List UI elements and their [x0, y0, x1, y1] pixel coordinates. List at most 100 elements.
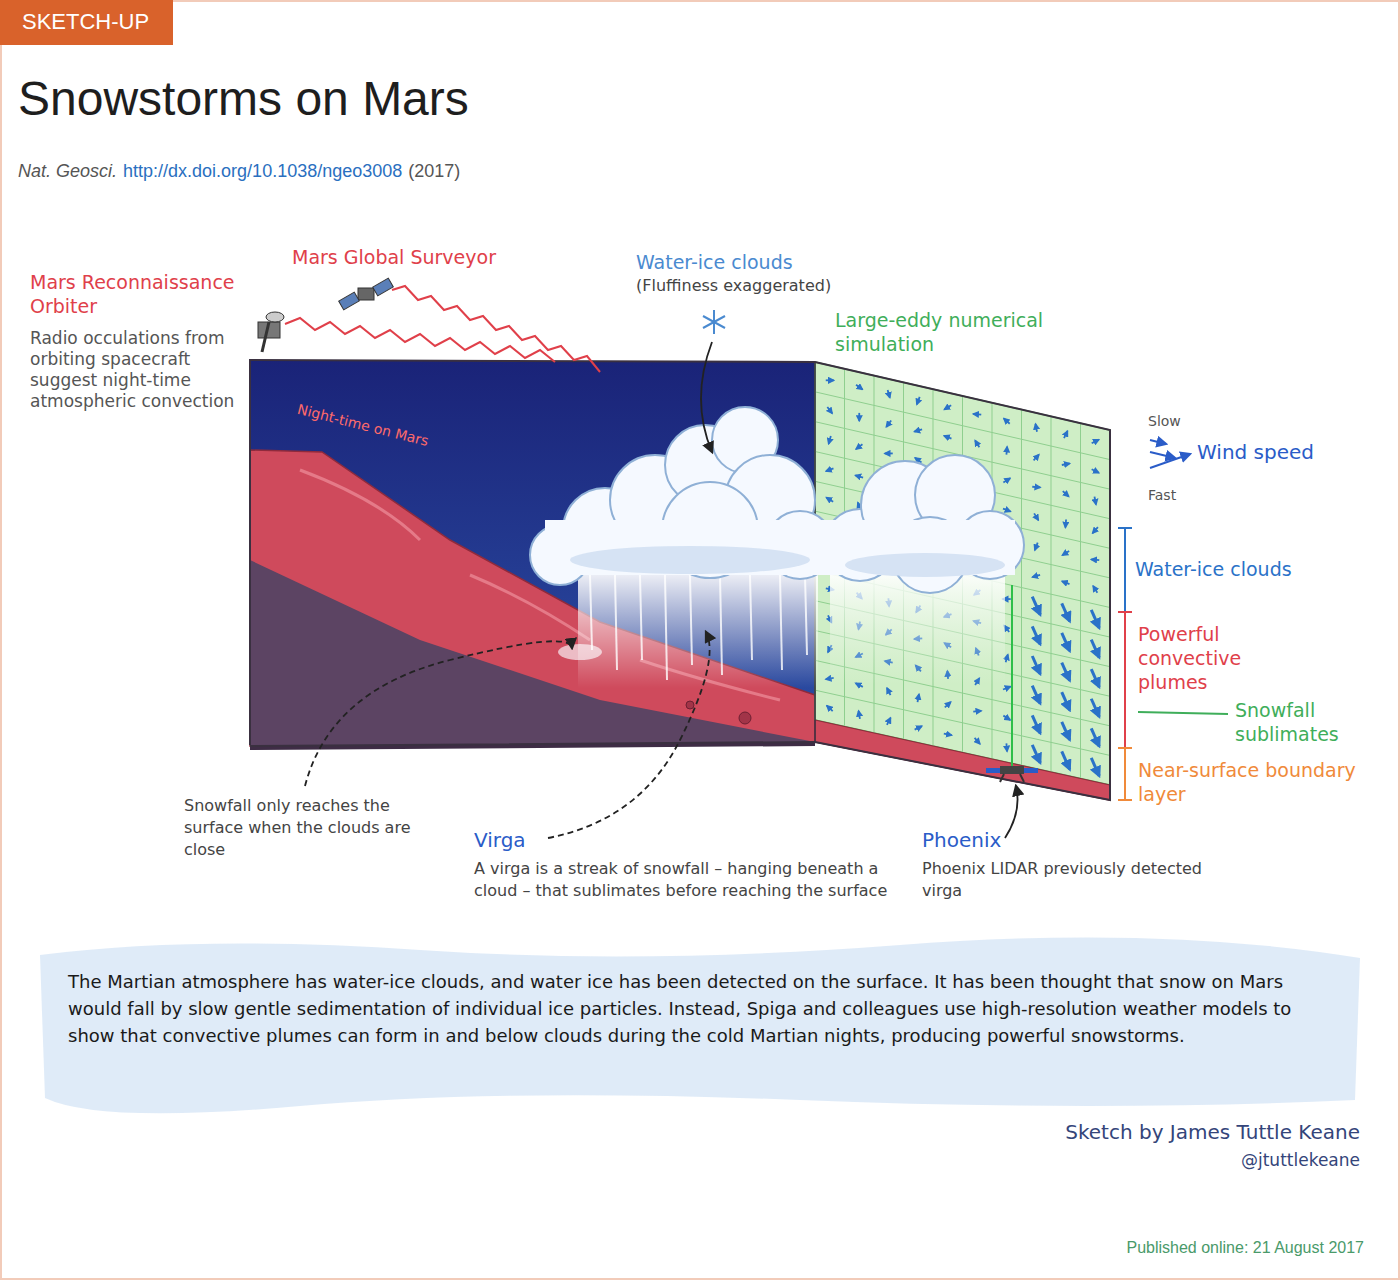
crater: [686, 701, 694, 709]
caption: The Martian atmosphere has water-ice clo…: [68, 968, 1338, 1049]
wind-arrow: [1035, 543, 1038, 550]
wind-arrow: [973, 413, 981, 415]
wind-arrow: [1062, 633, 1070, 651]
lidar-beam: [1011, 585, 1013, 770]
wind-arrow: [1064, 431, 1068, 438]
wind-arrow: [1092, 440, 1099, 444]
wind-arrow: [856, 444, 862, 449]
wind-arrow: [1091, 610, 1099, 628]
tag-box: SKETCH-UP: [0, 0, 173, 45]
radio-signal: [392, 286, 600, 372]
grid-line: [815, 392, 1110, 460]
scale-label: Fast: [1148, 486, 1176, 504]
leader-line: [305, 641, 572, 786]
wind-arrow: [858, 413, 860, 421]
wind-arrow: [975, 738, 980, 744]
wind-arrow: [1093, 586, 1097, 593]
wind-arrow: [1006, 655, 1008, 663]
box-edge: [250, 360, 1110, 800]
mgs-satellite: [339, 278, 394, 310]
wind-arrow: [827, 706, 833, 711]
wind-arrow: [975, 441, 979, 448]
title: Snowstorms on Mars: [18, 70, 469, 128]
crater: [739, 712, 751, 724]
phoenix-lander: [986, 766, 1038, 782]
wind-arrow: [1091, 699, 1099, 717]
journal-name: Nat. Geosci.: [18, 160, 117, 183]
credit-handle: @jtuttlekeane: [1241, 1150, 1360, 1171]
note: Snowfall only reaches the surface when t…: [184, 795, 424, 861]
year: (2017): [408, 160, 460, 183]
scene-label: Night-time on Mars: [296, 400, 431, 450]
wind-arrow: [1092, 469, 1099, 473]
model-label: Large-eddy numerical simulation: [835, 308, 1095, 356]
wind-arrow: [1032, 575, 1040, 577]
wind-arrow: [1003, 687, 1010, 690]
wind-arrow: [1091, 758, 1099, 776]
feature-label: Virga: [474, 828, 526, 853]
wind-arrow: [1004, 626, 1009, 632]
layer-label: Snowfall sublimates: [1235, 698, 1385, 746]
wind-arrow: [914, 429, 922, 431]
feature-label: Water-ice clouds: [636, 250, 793, 274]
wind-arrow: [826, 468, 833, 471]
wind-arrow: [1035, 424, 1037, 432]
wind-arrow: [1062, 581, 1069, 584]
credit: Sketch by James Tuttle Keane: [1065, 1120, 1360, 1145]
wind-speed-sample: [1150, 440, 1190, 468]
wind-arrow: [1091, 669, 1099, 687]
wind-arrow: [1032, 626, 1040, 644]
note: (Fluffiness exaggerated): [636, 276, 831, 296]
wind-arrow: [886, 420, 891, 426]
wind-arrow: [1062, 751, 1070, 769]
wind-arrow: [1032, 715, 1040, 733]
radio-signal: [285, 318, 555, 362]
wind-arrow: [1004, 418, 1010, 423]
wind-arrow: [944, 436, 951, 439]
wind-arrow: [1003, 509, 1010, 512]
wind-arrow: [826, 497, 833, 501]
wind-arrow: [945, 702, 951, 707]
wind-arrow: [1003, 716, 1010, 720]
note: Radio occulations from orbiting spacecra…: [30, 328, 235, 412]
wind-arrow: [1065, 519, 1067, 527]
wind-arrow: [1034, 454, 1039, 460]
wind-arrow: [1032, 486, 1040, 488]
simulation-panel: [815, 362, 1110, 785]
wind-arrow: [1062, 551, 1069, 555]
leader-line: [548, 632, 710, 838]
layer-label: Water-ice clouds: [1135, 557, 1292, 581]
snowflake-icon: [703, 310, 725, 334]
feature-label: Phoenix: [922, 828, 1001, 853]
wind-arrow: [917, 694, 919, 702]
wind-arrow: [1032, 656, 1040, 674]
wind-arrow: [856, 385, 862, 390]
wind-arrow: [829, 436, 831, 444]
note: Phoenix LIDAR previously detected virga: [922, 858, 1202, 902]
wind-arrow: [973, 710, 981, 712]
wind-arrow: [1062, 722, 1070, 740]
wind-arrow: [1003, 478, 1010, 482]
wind-arrow: [859, 711, 860, 719]
wind-arrow: [1091, 728, 1099, 746]
wind-arrow: [1091, 559, 1099, 561]
wind-arrow: [944, 734, 952, 736]
legend-text: Wind speed: [1197, 440, 1314, 465]
caption-wash: [40, 937, 1360, 1113]
wind-arrow: [1093, 527, 1098, 533]
wind-arrow: [1062, 663, 1070, 681]
wind-arrow: [888, 390, 890, 398]
wind-arrow: [1091, 640, 1099, 658]
wind-arrow: [917, 397, 920, 404]
wind-arrow: [1094, 497, 1096, 505]
virga-streaks: [590, 575, 807, 680]
wind-arrow: [1006, 743, 1008, 751]
tag-text: SKETCH-UP: [22, 9, 149, 35]
wind-arrow: [1006, 447, 1008, 455]
mro-satellite: [258, 312, 284, 352]
spacecraft-name: Mars Reconnaissance Orbiter: [30, 270, 290, 318]
mars-terrain: [815, 720, 1110, 800]
wind-arrow: [915, 726, 922, 730]
wind-arrow: [1062, 692, 1070, 710]
